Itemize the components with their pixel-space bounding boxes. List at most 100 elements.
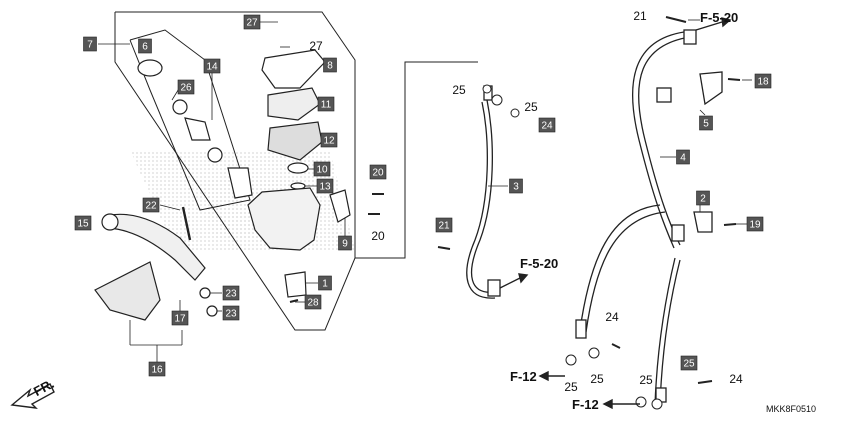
callout-c26: 26 [177,79,195,95]
callout-number: 8 [327,61,333,72]
callout-number: 26 [180,83,192,94]
callout-box [676,149,690,165]
callout-number: 5 [703,119,709,130]
callout-c28: 28 [304,294,322,310]
part-number-n25d: 25 [590,372,604,386]
callout-c12: 12 [320,132,338,148]
callout-box [177,79,195,95]
reference-f-5-20-top: F-5-20 [700,10,738,25]
callout-box [754,73,772,89]
callout-box [699,115,713,131]
callout-number: 21 [438,221,450,232]
callout-number: 14 [206,62,218,73]
callout-c1: 1 [318,275,332,291]
callout-box [435,217,453,233]
callout-number: 19 [749,220,761,231]
callout-number: 28 [307,298,319,309]
callout-number: 23 [225,289,237,300]
front-direction-arrow: FR. [10,376,56,409]
callout-c10: 10 [313,161,331,177]
callout-c7: 7 [83,36,97,52]
brake-hoses [466,29,723,406]
callout-c2: 2 [696,190,710,206]
callout-box [313,161,331,177]
callout-box [323,57,337,73]
callout-c20box: 20 [369,164,387,180]
callout-c6: 6 [138,38,152,54]
callout-box [509,178,523,194]
callout-box [680,355,698,371]
callout-number: 13 [319,182,331,193]
callout-box [148,361,166,377]
callout-c15: 15 [74,215,92,231]
callout-box [304,294,322,310]
callout-c17: 17 [171,310,189,326]
callout-c3: 3 [509,178,523,194]
callout-c23a: 23 [222,285,240,301]
callout-box [317,96,335,112]
part-drawings [94,16,741,384]
callout-number: 22 [145,201,157,212]
callout-box [203,58,221,74]
callout-c11: 11 [317,96,335,112]
callout-box [696,190,710,206]
callout-number: 4 [680,153,686,164]
callout-c4: 4 [676,149,690,165]
callout-number: 9 [342,239,348,250]
callout-c27box: 27 [243,14,261,30]
part-number-n21: 21 [633,9,647,23]
reference-f-12-b: F-12 [572,397,599,412]
callout-box [538,117,556,133]
callout-box [320,132,338,148]
part-number-n25e: 25 [639,373,653,387]
callout-c9: 9 [338,235,352,251]
callout-box [138,38,152,54]
reference-f-12-a: F-12 [510,369,537,384]
callout-number: 24 [541,121,553,132]
callout-c24a: 24 [538,117,556,133]
callout-c22: 22 [142,197,160,213]
callout-number: 25 [683,359,695,370]
callout-box [142,197,160,213]
washers [482,84,663,410]
callout-c18: 18 [754,73,772,89]
callout-number: 2 [700,194,706,205]
callout-number: 1 [322,279,328,290]
callout-c5: 5 [699,115,713,131]
callout-box [316,178,334,194]
callout-box [369,164,387,180]
callout-box [74,215,92,231]
reference-f-5-20-mid: F-5-20 [520,256,558,271]
callout-box [746,216,764,232]
reference-arrows [499,17,732,410]
callout-c19: 19 [746,216,764,232]
callout-box [243,14,261,30]
callout-number: 20 [372,168,384,179]
part-number-n24a: 24 [605,310,619,324]
master-cylinder-group-box [114,11,478,331]
diagram-code: MKK8F0510 [766,404,816,414]
part-number-n20: 20 [371,229,385,243]
callout-number: 3 [513,182,519,193]
part-number-n25c: 25 [564,380,578,394]
callout-c14: 14 [203,58,221,74]
callout-number: 15 [77,219,89,230]
callout-number: 10 [316,165,328,176]
part-number-n25b: 25 [524,100,538,114]
callout-c23b: 23 [222,305,240,321]
part-number-n25a: 25 [452,83,466,97]
callout-number: 27 [246,18,258,29]
callout-box [222,285,240,301]
callout-box [83,36,97,52]
part-number-n27: 27 [309,39,323,53]
callout-box [171,310,189,326]
callout-number: 23 [225,309,237,320]
callout-number: 16 [151,365,163,376]
callout-number: 12 [323,136,335,147]
callout-number: 11 [321,100,332,111]
callout-number: 17 [174,314,186,325]
callout-c21box: 21 [435,217,453,233]
